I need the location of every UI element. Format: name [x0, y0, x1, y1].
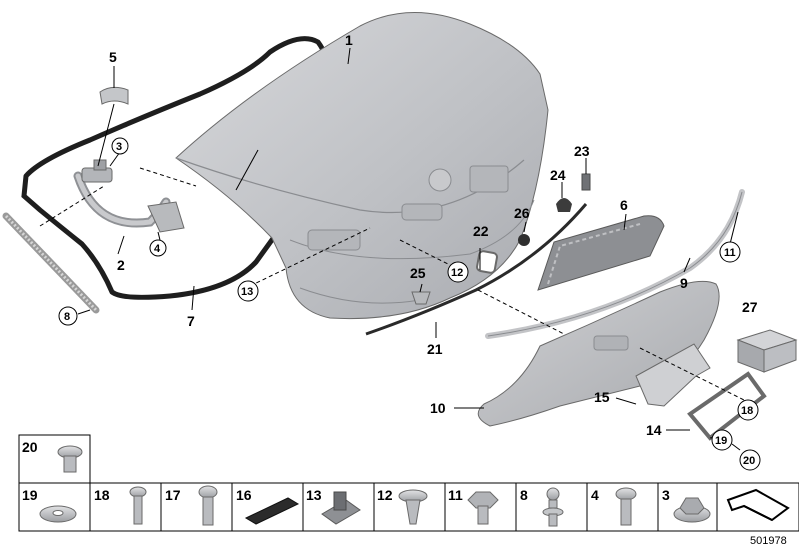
callout-7: 7	[187, 313, 195, 329]
callout-1: 1	[345, 32, 353, 48]
callout-12: 12	[451, 267, 463, 279]
trunk-lid-trim-panel	[477, 280, 720, 427]
callout-13: 13	[241, 286, 253, 298]
hardware-label-16: 16	[236, 487, 252, 503]
callout-10: 10	[430, 400, 446, 416]
callout-2: 2	[117, 257, 125, 273]
hardware-label-17: 17	[165, 487, 181, 503]
hardware-label-18: 18	[94, 487, 110, 503]
diagram-id: 501978	[750, 535, 787, 547]
trunk-lid	[175, 12, 549, 320]
license-plate-bracket	[635, 343, 711, 407]
clip-part-25	[411, 291, 431, 305]
hardware-label-11: 11	[448, 487, 463, 503]
part-24	[556, 198, 572, 212]
callout-6: 6	[620, 197, 628, 213]
hinge-bracket	[147, 201, 185, 233]
callout-3: 3	[116, 141, 122, 153]
callout-19: 19	[715, 435, 727, 447]
callout-5: 5	[109, 49, 117, 65]
hardware-label-19: 19	[22, 487, 38, 503]
callout-22: 22	[473, 223, 489, 239]
hardware-label-4: 4	[591, 487, 599, 503]
callout-18: 18	[741, 405, 753, 417]
rivet-12-icon	[398, 489, 428, 525]
callout-27: 27	[742, 299, 758, 315]
lid-seal-strip	[365, 203, 588, 336]
callout-4: 4	[154, 243, 161, 255]
license-plate-holder	[687, 371, 767, 441]
bolt-11-icon	[467, 491, 499, 525]
callout-26: 26	[514, 205, 530, 221]
part-23	[581, 173, 591, 191]
callout-24: 24	[550, 167, 566, 183]
nut-3-icon	[673, 497, 711, 523]
hardware-label-13: 13	[306, 487, 322, 503]
screw-4-icon	[615, 487, 637, 526]
hardware-label-3: 3	[662, 487, 670, 503]
callout-21: 21	[427, 341, 443, 357]
part-22	[476, 250, 498, 274]
callout-20: 20	[743, 455, 755, 467]
ball-stud-icon	[542, 487, 564, 527]
part-27-box	[736, 329, 798, 373]
gas-strut	[2, 212, 100, 314]
hardware-label-20: 20	[22, 439, 38, 455]
arrow-bracket-icon	[726, 488, 790, 522]
screw-17-icon	[198, 485, 218, 526]
callout-11: 11	[724, 247, 736, 259]
screw-20-icon	[57, 445, 83, 473]
part-26	[518, 234, 530, 246]
foam-strip-icon	[244, 497, 300, 525]
hardware-grid: 20 19 18 17 16 13 12 11 8 4 3	[18, 434, 799, 547]
callout-8: 8	[64, 311, 70, 323]
callout-25: 25	[410, 265, 426, 281]
hardware-label-12: 12	[377, 487, 393, 503]
callout-14: 14	[646, 422, 662, 438]
hardware-label-8: 8	[520, 487, 528, 503]
callout-23: 23	[574, 143, 590, 159]
callout-9: 9	[680, 275, 688, 291]
clip-13-icon	[321, 491, 361, 525]
third-brake-light	[537, 215, 665, 291]
screw-18-icon	[129, 486, 147, 525]
callout-15: 15	[594, 389, 610, 405]
trunk-seal	[21, 36, 331, 300]
clip-part-5	[99, 86, 129, 105]
